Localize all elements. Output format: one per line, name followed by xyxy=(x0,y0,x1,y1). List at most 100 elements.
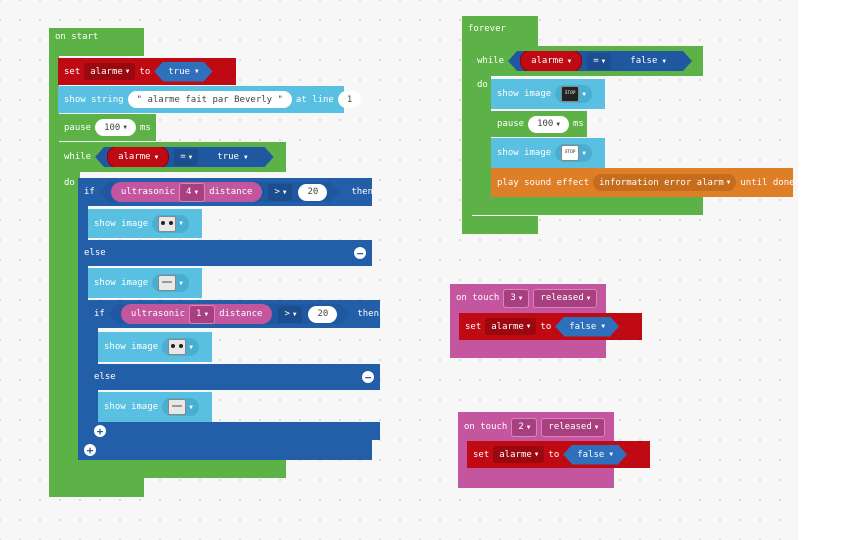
to-label: to xyxy=(540,321,552,332)
variable-name: alarme xyxy=(118,152,151,162)
image-picker[interactable] xyxy=(162,398,199,416)
alarme-variable-dropdown[interactable]: alarme xyxy=(493,446,545,463)
equals-operator-dropdown[interactable]: = xyxy=(587,53,611,70)
pin: 3 xyxy=(510,293,516,303)
false-value-dropdown[interactable]: false xyxy=(555,317,619,337)
minus-circle-icon[interactable]: − xyxy=(362,371,374,383)
while-block-header[interactable]: while alarme = true xyxy=(58,142,286,172)
plus-circle-icon[interactable]: + xyxy=(84,444,96,456)
then-label: then xyxy=(351,187,374,197)
touch-pin-dropdown[interactable]: 2 xyxy=(511,417,538,437)
gt-operator-dropdown[interactable]: > xyxy=(268,184,292,201)
blocks-workspace[interactable]: on start set alarme to true show string … xyxy=(0,0,798,540)
pause-label: pause xyxy=(497,119,525,129)
at-line-label: at line xyxy=(295,94,334,105)
sound-effect-dropdown[interactable]: information error alarm xyxy=(593,174,737,191)
to-label: to xyxy=(139,66,151,77)
ms-label: ms xyxy=(139,122,151,133)
show-image-label: show image xyxy=(104,402,159,412)
false-value-dropdown[interactable]: false xyxy=(563,445,627,465)
minus-circle-icon[interactable]: − xyxy=(354,247,366,259)
play-sound-effect-block[interactable]: play sound effect information error alar… xyxy=(491,168,795,197)
false-value: false xyxy=(569,321,597,332)
if-body-bar xyxy=(78,206,88,460)
alarme-variable-reporter[interactable]: alarme xyxy=(520,50,582,72)
image-picker[interactable] xyxy=(162,338,199,356)
pause-duration-dropdown[interactable]: 100 xyxy=(95,119,136,136)
image-picker[interactable] xyxy=(152,274,189,292)
if-block-header[interactable]: if ultrasonic 4 distance > 20 then xyxy=(78,178,374,206)
forever-block[interactable]: forever xyxy=(462,16,538,46)
show-image-block[interactable]: show image xyxy=(88,268,202,298)
touch-event-dropdown[interactable]: released xyxy=(533,288,598,308)
forever-title: forever xyxy=(468,24,506,34)
while-label: while xyxy=(64,152,92,162)
touch-event-dropdown[interactable]: released xyxy=(541,417,606,437)
to-label: to xyxy=(548,449,560,460)
image-picker[interactable] xyxy=(555,144,592,162)
plus-circle-icon[interactable]: + xyxy=(94,425,106,437)
string-input[interactable]: " alarme fait par Beverly " xyxy=(127,91,292,108)
show-string-block[interactable]: show string " alarme fait par Beverly " … xyxy=(58,86,362,113)
ultrasonic-reporter[interactable]: ultrasonic 4 distance xyxy=(111,182,263,202)
gt-comparison-block[interactable]: ultrasonic 4 distance > 20 xyxy=(99,182,339,202)
ultrasonic-port-dropdown[interactable]: 4 xyxy=(179,183,205,202)
forever-body-bar xyxy=(462,46,472,234)
variable-name: alarme xyxy=(531,56,564,66)
image-picker[interactable] xyxy=(555,85,592,103)
equals-operator-dropdown[interactable]: = xyxy=(174,149,198,166)
alarme-variable-dropdown[interactable]: alarme xyxy=(84,63,136,80)
variable-name: alarme xyxy=(491,321,524,332)
set-alarme-false-block[interactable]: set alarme to false xyxy=(459,313,642,340)
alarme-variable-reporter[interactable]: alarme xyxy=(107,146,169,168)
ultrasonic-port-dropdown[interactable]: 1 xyxy=(189,305,215,324)
line-input[interactable]: 1 xyxy=(337,91,362,108)
pause-block[interactable]: pause 100 ms xyxy=(58,114,156,141)
show-image-block[interactable]: show image xyxy=(98,392,212,422)
distance-label: distance xyxy=(209,187,253,197)
inner-if-block-header[interactable]: if ultrasonic 1 distance > 20 then xyxy=(88,300,380,328)
set-label: set xyxy=(64,66,81,77)
true-value-dropdown[interactable]: true xyxy=(203,147,261,167)
on-start-block[interactable]: on start xyxy=(49,28,144,56)
ultrasonic-reporter[interactable]: ultrasonic 1 distance xyxy=(121,304,273,324)
eyes-image-icon xyxy=(168,339,187,355)
ms-label: ms xyxy=(572,119,584,129)
if-label: if xyxy=(84,187,95,197)
true-value-dropdown[interactable]: true xyxy=(154,62,212,82)
forever-while-header[interactable]: while alarme = false xyxy=(471,46,703,76)
on-start-title: on start xyxy=(55,32,99,42)
ultrasonic-label: ultrasonic xyxy=(120,187,176,197)
pin: 2 xyxy=(518,422,524,432)
until-done-label: until done xyxy=(740,177,795,188)
show-image-block[interactable]: show image xyxy=(88,209,202,238)
set-alarme-true-block[interactable]: set alarme to true xyxy=(58,58,236,85)
true-value: true xyxy=(168,66,190,77)
stop-sign-image-icon xyxy=(561,86,580,102)
show-image-block[interactable]: show image xyxy=(98,332,212,362)
show-image-block[interactable]: show image xyxy=(491,79,605,109)
comparison-block[interactable]: alarme = false xyxy=(508,51,692,71)
gt-comparison-block[interactable]: ultrasonic 1 distance > 20 xyxy=(109,304,349,324)
show-image-block[interactable]: show image xyxy=(491,138,605,168)
operator: > xyxy=(274,187,280,197)
touch-pin-dropdown[interactable]: 3 xyxy=(503,288,530,308)
threshold-input[interactable]: 20 xyxy=(308,306,337,323)
while-footer xyxy=(58,460,286,478)
pause-duration-dropdown[interactable]: 100 xyxy=(528,115,569,133)
image-picker[interactable] xyxy=(152,214,189,233)
sound-name: information error alarm xyxy=(599,177,724,188)
do-label: do xyxy=(64,178,75,188)
operator: > xyxy=(284,309,290,319)
threshold-input[interactable]: 20 xyxy=(298,184,327,201)
pause-value: 100 xyxy=(104,122,121,133)
alarme-variable-dropdown[interactable]: alarme xyxy=(485,318,537,335)
false-value-dropdown[interactable]: false xyxy=(616,51,680,71)
comparison-block[interactable]: alarme = true xyxy=(95,147,274,167)
gt-operator-dropdown[interactable]: > xyxy=(278,306,302,323)
set-alarme-false-block[interactable]: set alarme to false xyxy=(467,441,650,468)
then-label: then xyxy=(357,309,380,319)
variable-name: alarme xyxy=(499,449,532,460)
forever-while-footer xyxy=(471,197,703,215)
pause-block[interactable]: pause 100 ms xyxy=(491,111,587,137)
